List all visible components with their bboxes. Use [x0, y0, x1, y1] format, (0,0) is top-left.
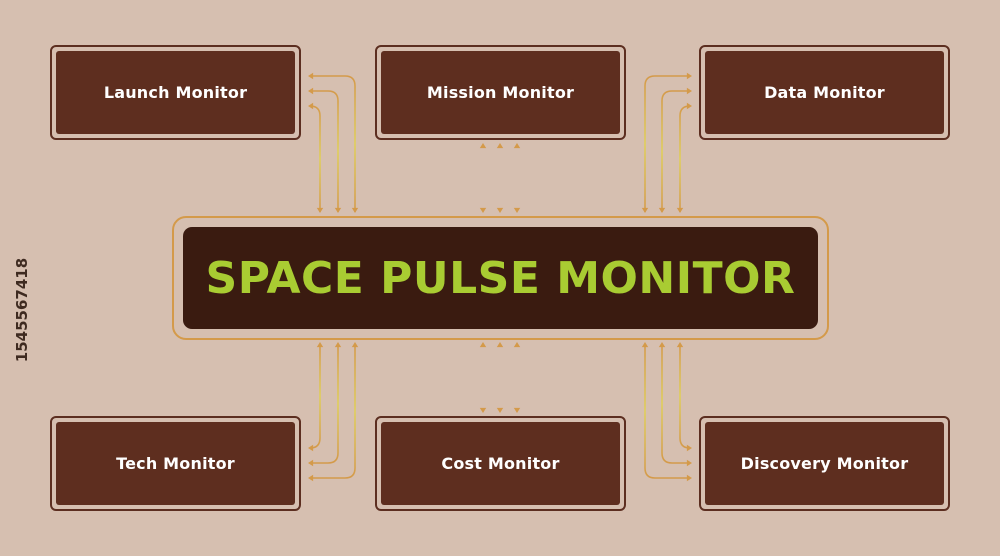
arrowhead [308, 444, 314, 452]
arrowhead [334, 207, 342, 213]
node-cost-monitor: Cost Monitor [375, 416, 626, 511]
connector-launch [309, 105, 321, 212]
node-label: Tech Monitor [116, 454, 235, 473]
node-label: Data Monitor [764, 83, 885, 102]
connector-discovery [644, 344, 690, 479]
hub-frame: SPACE PULSE MONITOR [172, 216, 829, 340]
arrowhead [686, 459, 692, 467]
hub-title: SPACE PULSE MONITOR [205, 252, 796, 304]
arrowhead [479, 207, 487, 213]
node-label: Discovery Monitor [740, 454, 909, 473]
node-label: Cost Monitor [441, 454, 560, 473]
arrowhead [496, 407, 504, 413]
node-box: Data Monitor [705, 51, 944, 134]
node-label: Mission Monitor [426, 83, 575, 102]
node-box: Launch Monitor [56, 51, 295, 134]
arrowhead [479, 407, 487, 413]
arrowhead [686, 102, 692, 110]
arrowhead [334, 342, 342, 348]
arrowhead [686, 444, 692, 452]
arrowhead [686, 474, 692, 482]
node-discovery-monitor: Discovery Monitor [699, 416, 950, 511]
node-mission-monitor: Mission Monitor [375, 45, 626, 140]
arrowhead [686, 72, 692, 80]
arrowhead [641, 207, 649, 213]
stock-id-label: 1545567418 [13, 257, 31, 363]
arrowhead [316, 342, 324, 348]
arrowhead [513, 207, 521, 213]
arrowhead [308, 72, 314, 80]
connector-launch [310, 90, 339, 212]
arrowhead [513, 342, 521, 348]
arrowhead [308, 459, 314, 467]
arrowhead [496, 143, 504, 149]
connector-launch [310, 75, 356, 212]
arrowhead [513, 407, 521, 413]
connector-data [644, 75, 690, 212]
arrowhead [641, 342, 649, 348]
node-data-monitor: Data Monitor [699, 45, 950, 140]
arrowhead [676, 207, 684, 213]
node-box: Tech Monitor [56, 422, 295, 505]
connector-discovery [661, 344, 690, 464]
arrowhead [479, 143, 487, 149]
arrowhead [479, 342, 487, 348]
arrowhead [308, 474, 314, 482]
arrowhead [513, 143, 521, 149]
node-box: Mission Monitor [381, 51, 620, 134]
connector-tech [310, 344, 339, 464]
connector-tech [310, 344, 356, 479]
arrowhead [658, 342, 666, 348]
arrowhead [496, 207, 504, 213]
arrowhead [308, 87, 314, 95]
arrowhead [676, 342, 684, 348]
arrowhead [351, 342, 359, 348]
node-box: Cost Monitor [381, 422, 620, 505]
connector-data [679, 105, 691, 212]
arrowhead [308, 102, 314, 110]
hub-box: SPACE PULSE MONITOR [183, 227, 818, 329]
node-tech-monitor: Tech Monitor [50, 416, 301, 511]
connector-tech [309, 344, 321, 449]
stock-id-text: 1545567418 [12, 258, 32, 362]
arrowhead [316, 207, 324, 213]
arrowhead [658, 207, 666, 213]
arrowhead [686, 87, 692, 95]
node-box: Discovery Monitor [705, 422, 944, 505]
node-launch-monitor: Launch Monitor [50, 45, 301, 140]
connector-data [661, 90, 690, 212]
node-label: Launch Monitor [103, 83, 248, 102]
arrowhead [496, 342, 504, 348]
connector-discovery [679, 344, 691, 449]
arrowhead [351, 207, 359, 213]
